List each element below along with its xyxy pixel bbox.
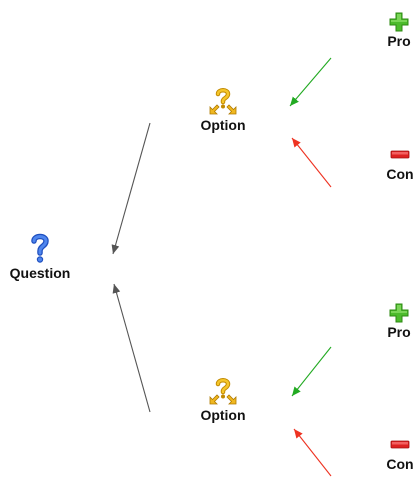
con-node-1[interactable]: Con bbox=[384, 148, 416, 182]
pro-2-to-option-2-arrow bbox=[291, 346, 332, 397]
option-branch-icon bbox=[209, 378, 237, 405]
question-mark-icon bbox=[31, 233, 49, 263]
con-1-label: Con bbox=[386, 166, 414, 182]
con-2-label: Con bbox=[386, 456, 414, 472]
plus-icon bbox=[389, 12, 409, 32]
option-node-2[interactable]: Option bbox=[193, 376, 253, 423]
minus-icon bbox=[390, 150, 410, 159]
pro-1-to-option-1-arrow bbox=[289, 57, 332, 107]
question-label: Question bbox=[9, 265, 71, 281]
pro-node-1[interactable]: Pro bbox=[384, 12, 414, 49]
pro-node-2[interactable]: Pro bbox=[384, 303, 414, 340]
plus-icon bbox=[389, 303, 409, 323]
question-node[interactable]: Question bbox=[6, 232, 74, 281]
pro-2-label: Pro bbox=[387, 324, 411, 340]
minus-icon bbox=[390, 440, 410, 449]
option-node-1[interactable]: Option bbox=[193, 86, 253, 133]
option-2-to-question-arrow bbox=[112, 283, 151, 413]
pro-1-label: Pro bbox=[387, 33, 411, 49]
con-2-to-option-2-arrow bbox=[293, 428, 332, 477]
con-node-2[interactable]: Con bbox=[384, 438, 416, 472]
option-2-label: Option bbox=[200, 407, 246, 423]
con-1-to-option-1-arrow bbox=[291, 137, 332, 188]
option-branch-icon bbox=[209, 88, 237, 115]
option-1-to-question-arrow bbox=[111, 122, 151, 255]
option-1-label: Option bbox=[200, 117, 246, 133]
